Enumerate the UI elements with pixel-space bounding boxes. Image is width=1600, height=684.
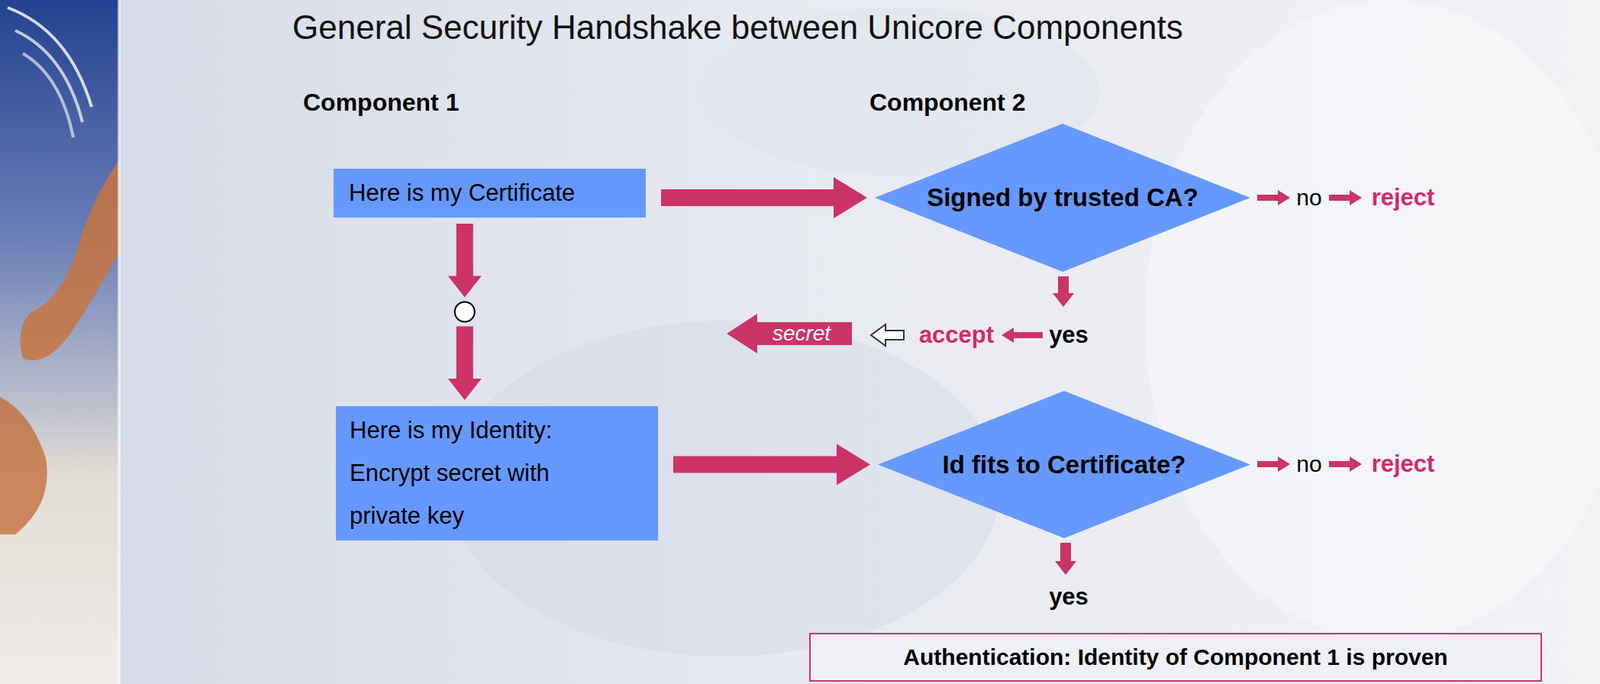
message-box: Here is my Identity:Encrypt secret with …	[335, 406, 659, 541]
block-arrow	[448, 223, 482, 298]
branch-label: yes	[1048, 320, 1089, 349]
flow-connector	[673, 444, 871, 486]
column-heading: Component 1	[303, 87, 459, 117]
node-text: Here is my Identity:	[349, 409, 645, 452]
message-box: Here is my Certificate	[333, 168, 646, 218]
down-arrow	[1054, 542, 1077, 575]
strip-arc	[22, 53, 74, 138]
block-arrow	[673, 444, 871, 486]
column-heading: Component 2	[869, 87, 1026, 117]
outcome-label: reject	[1371, 449, 1436, 478]
side-strip	[0, 0, 120, 684]
diamond-text: Signed by trusted CA?	[926, 182, 1199, 213]
node-text: Here is my Certificate	[348, 178, 631, 207]
node-text: Id fits to Certificate?	[941, 449, 1186, 481]
node-text: Authentication: Identity of Component 1 …	[903, 643, 1448, 671]
down-arrow	[1052, 276, 1075, 307]
strip-hand	[0, 396, 48, 535]
background-glow	[1145, 0, 1600, 642]
branch-label: no	[1296, 450, 1322, 478]
small-arrow	[1257, 190, 1291, 206]
small-arrow	[1257, 456, 1291, 472]
diamond-fill	[877, 390, 1251, 539]
flow-connector	[661, 177, 868, 219]
node-text: Encrypt secret with private key	[349, 451, 602, 538]
junction-circle	[454, 302, 475, 323]
branch-label: yes	[1048, 582, 1089, 611]
diamond-text: Id fits to Certificate?	[941, 449, 1186, 481]
strip-hand	[20, 160, 120, 361]
arrow-label: secret	[772, 320, 831, 347]
secret-arrow	[726, 313, 852, 354]
diagram-title: General Security Handshake between Unico…	[292, 7, 1184, 49]
decision-diamond: Id fits to Certificate?	[877, 390, 1251, 539]
node-text: Signed by trusted CA?	[926, 182, 1199, 213]
outcome-label: accept	[919, 320, 994, 349]
block-arrow	[661, 177, 868, 219]
small-arrow	[1329, 190, 1362, 206]
outline-arrow	[870, 324, 904, 346]
decision-diamond: Signed by trusted CA?	[874, 123, 1251, 272]
small-arrow	[1329, 456, 1362, 472]
small-arrow	[1001, 327, 1043, 343]
strip-edge	[117, 0, 121, 684]
branch-label: no	[1296, 183, 1322, 212]
diamond-fill	[874, 123, 1251, 272]
block-arrow	[448, 326, 482, 401]
flow-connector	[448, 223, 482, 400]
result-box: Authentication: Identity of Component 1 …	[809, 632, 1542, 682]
outcome-label: reject	[1371, 183, 1436, 212]
